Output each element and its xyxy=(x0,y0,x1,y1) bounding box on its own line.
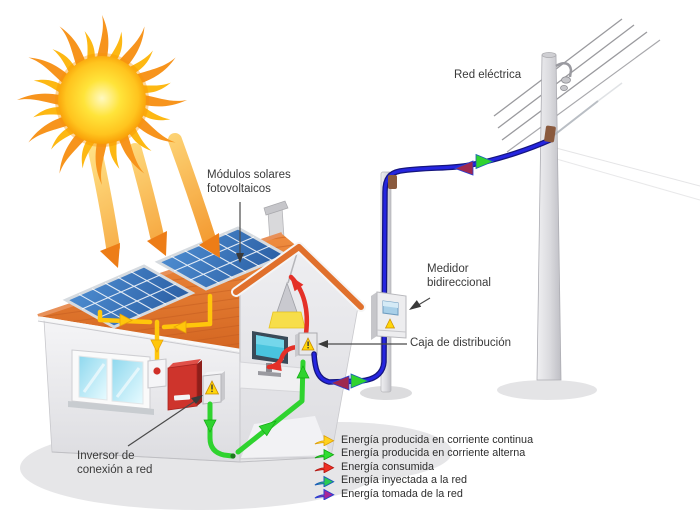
wire-consumed-arrows xyxy=(266,276,304,371)
gable-interior xyxy=(231,242,366,460)
legend-arrow-icon xyxy=(314,435,335,447)
wire-ac-exterior xyxy=(203,401,236,459)
leader-lines xyxy=(127,202,431,447)
ac-equipment xyxy=(147,358,236,459)
utility-pole xyxy=(536,54,562,381)
power-lines xyxy=(493,18,700,201)
insulator xyxy=(560,85,568,92)
solar-panel xyxy=(66,266,192,327)
label-grid: Red eléctrica xyxy=(454,69,522,81)
wire-clamp xyxy=(388,175,397,189)
inverter xyxy=(167,359,202,411)
legend-label: Energía tomada de la red xyxy=(341,487,463,500)
ceiling-lamp xyxy=(268,252,306,329)
ac-disconnect-box xyxy=(202,371,225,405)
legend-label: Energía producida en corriente continua xyxy=(341,433,534,446)
label-meter-line2: bidireccional xyxy=(427,277,491,290)
label-meter-line1: Medidor xyxy=(427,263,469,275)
insulator xyxy=(561,76,571,84)
legend-label: Energía producida en corriente alterna xyxy=(341,447,526,460)
sun xyxy=(17,15,187,185)
wire-ac-arrows xyxy=(258,365,310,437)
legend-arrow-icon xyxy=(314,489,335,501)
label-solar-modules-line1: Módulos solares xyxy=(207,169,291,181)
wire-dc-arrows xyxy=(119,313,187,353)
label-meter: Medidor bidireccional xyxy=(427,262,491,290)
solar-panel xyxy=(158,228,286,289)
legend-item-consumed: Energía consumida xyxy=(314,460,533,474)
legend-item-dc: Energía producida en corriente continua xyxy=(314,433,533,447)
legend-item-injected: Energía inyectada a la red xyxy=(314,474,533,488)
computer-monitor xyxy=(252,331,288,377)
window xyxy=(68,349,154,415)
legend-arrow-icon xyxy=(314,448,335,460)
legend-arrow-icon xyxy=(314,462,335,474)
legend-arrow-icon xyxy=(314,475,335,487)
wire-clamp xyxy=(544,125,556,143)
red-switch xyxy=(153,367,161,375)
leader-inverter xyxy=(127,398,199,447)
roof-fascia xyxy=(37,316,257,355)
label-inverter-line1: Inversor de xyxy=(77,450,135,462)
legend-label: Energía consumida xyxy=(341,460,435,473)
meter-box xyxy=(371,291,407,340)
label-inverter: Inversor de conexión a red xyxy=(77,449,152,477)
label-distribution-box: Caja de distribución xyxy=(410,337,512,349)
label-solar-modules: Módulos solares fotovoltaicos xyxy=(207,168,291,196)
legend-label: Energía inyectada a la red xyxy=(341,474,468,487)
arrow-taken xyxy=(329,160,474,391)
window-sill xyxy=(68,401,154,415)
wire-grid xyxy=(311,125,556,391)
legend-item-taken: Energía tomada de la red xyxy=(314,487,533,501)
label-inverter-line2: conexión a red xyxy=(77,464,153,477)
legend: Energía producida en corriente continua … xyxy=(314,433,533,501)
pole-bracket xyxy=(555,61,573,78)
house-front-wall xyxy=(43,319,332,463)
label-solar-modules-line2: fotovoltaicos xyxy=(207,183,271,196)
lamp-light xyxy=(268,311,306,329)
warning-triangle-icon xyxy=(384,318,396,329)
legend-item-ac: Energía producida en corriente alterna xyxy=(314,447,533,461)
inverter-label xyxy=(173,394,191,401)
distribution-box xyxy=(295,332,318,357)
roof-group xyxy=(38,201,299,362)
chimney xyxy=(263,200,289,242)
dc-switch-box xyxy=(147,358,167,389)
service-line-continuation xyxy=(552,100,599,137)
arrow-injected xyxy=(350,153,495,389)
utility-pole-group xyxy=(493,18,700,381)
